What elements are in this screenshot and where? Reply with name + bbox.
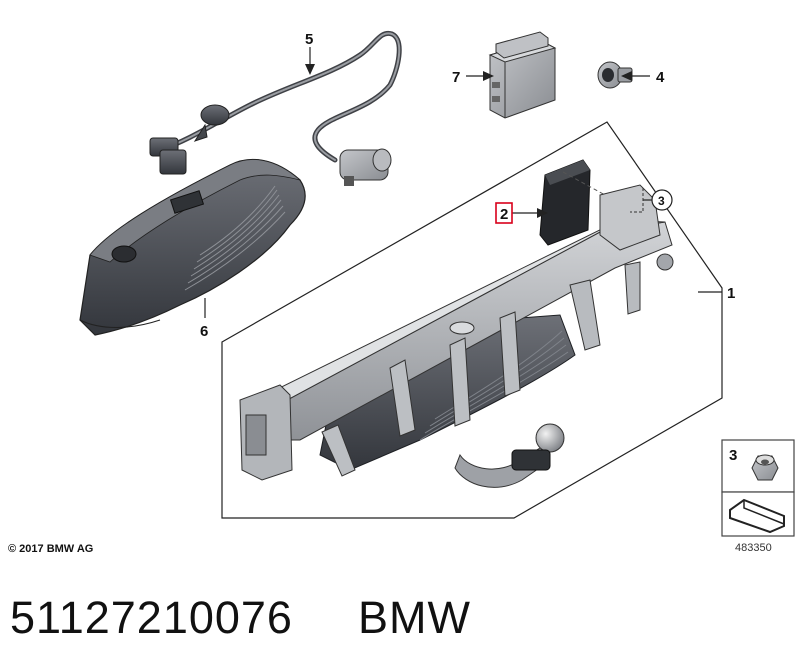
gasket-pad: [539, 159, 606, 246]
callout-3-circle: [651, 189, 673, 211]
legend-nut-box: 3: [721, 439, 795, 493]
control-module: [488, 31, 557, 119]
callout-4: 4: [656, 69, 665, 86]
callout-2: 2: [500, 206, 508, 223]
callout-3: 3: [658, 194, 665, 208]
brand-name: BMW: [358, 592, 471, 643]
cover: [79, 158, 306, 336]
diagram-id: 483350: [735, 542, 772, 554]
callout-6: 6: [200, 323, 208, 340]
wiring-harness: [149, 30, 402, 186]
legend-callout-3: 3: [729, 447, 737, 464]
part-number: 51127210076: [10, 592, 293, 643]
callout-5: 5: [305, 31, 313, 48]
callout-2-highlight: [495, 202, 513, 224]
assembly-frame: [221, 121, 723, 519]
copyright-notice: © 2017 BMW AG: [8, 543, 94, 555]
legend-bracket-box: [721, 491, 795, 537]
tow-bar-assembly: [239, 184, 674, 488]
callout-1: 1: [727, 285, 735, 302]
callout-7: 7: [452, 69, 460, 86]
